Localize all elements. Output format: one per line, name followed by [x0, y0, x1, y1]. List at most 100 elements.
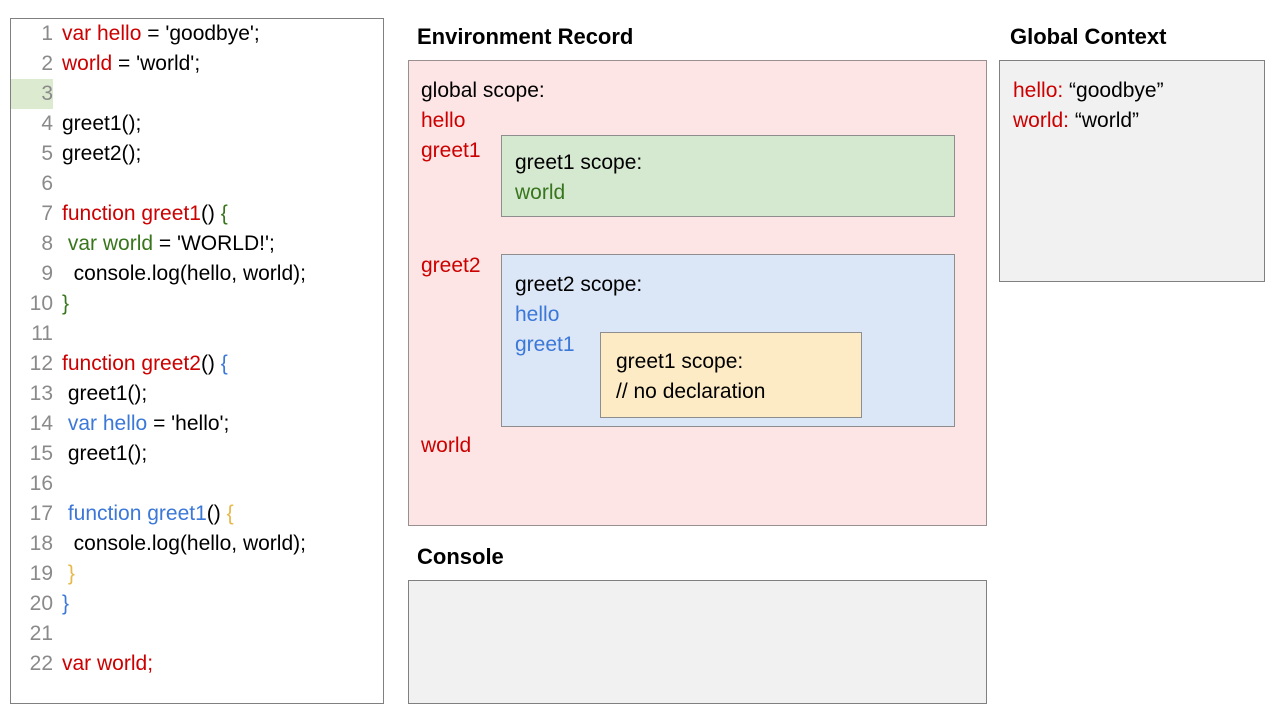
global-context-key-hello: hello:	[1013, 79, 1064, 102]
code-line[interactable]: 5 greet2();	[11, 139, 383, 169]
code-token: {	[226, 502, 234, 525]
line-number: 11	[31, 322, 53, 345]
code-token: ()	[200, 202, 221, 225]
code-line[interactable]: 13 greet1();	[11, 379, 383, 409]
code-line-text: var world;	[53, 649, 153, 679]
code-token: }	[62, 592, 70, 615]
console-output-box[interactable]	[408, 580, 987, 704]
code-token: greet1();	[62, 442, 148, 465]
code-token: {	[220, 352, 228, 375]
code-line[interactable]: 19 }	[11, 559, 383, 589]
code-line[interactable]: 14 var hello = 'hello';	[11, 409, 383, 439]
code-line-text: console.log(hello, world);	[53, 259, 306, 289]
line-number: 7	[41, 202, 53, 225]
line-number: 3	[11, 79, 53, 109]
global-context-box	[999, 60, 1265, 282]
code-line[interactable]: 3	[11, 79, 383, 109]
code-token: greet1();	[62, 382, 148, 405]
code-token: world	[62, 52, 113, 75]
global-context-key-world: world:	[1013, 109, 1070, 132]
code-token: greet1();	[62, 112, 142, 135]
code-token: greet2();	[62, 142, 142, 165]
code-line-text: }	[53, 289, 69, 319]
global-context-entry-world: world: “world”	[1013, 106, 1139, 136]
line-number: 6	[41, 172, 53, 195]
code-line[interactable]: 21	[11, 619, 383, 649]
code-token: console.log(hello, world);	[62, 532, 306, 555]
greet1-scope-binding-world: world	[515, 181, 566, 204]
code-token: function greet1	[62, 202, 201, 225]
code-line[interactable]: 8 var world = 'WORLD!';	[11, 229, 383, 259]
global-context-title: Global Context	[1010, 24, 1167, 49]
code-line-text: var world = 'WORLD!';	[53, 229, 275, 259]
line-number: 4	[41, 112, 53, 135]
code-line-text: greet1();	[53, 379, 147, 409]
line-number: 17	[29, 502, 53, 525]
code-token: ()	[206, 502, 227, 525]
code-line[interactable]: 10}	[11, 289, 383, 319]
code-line[interactable]: 6	[11, 169, 383, 199]
code-line[interactable]: 18 console.log(hello, world);	[11, 529, 383, 559]
code-token: var hello	[67, 412, 148, 435]
global-binding-world: world	[421, 434, 472, 457]
greet1-scope-box	[501, 135, 955, 217]
code-line[interactable]: 11	[11, 319, 383, 349]
code-line-text: var hello = 'goodbye';	[53, 19, 260, 49]
code-token: function greet1	[67, 502, 207, 525]
line-number: 14	[29, 412, 53, 435]
code-line[interactable]: 4 greet1();	[11, 109, 383, 139]
code-line-text: function greet2() {	[53, 349, 228, 379]
code-token: var world	[62, 652, 148, 675]
global-scope-label: global scope:	[421, 79, 545, 102]
code-token: console.log(hello, world);	[62, 262, 306, 285]
line-number: 9	[41, 262, 53, 285]
code-line-text: function greet1() {	[53, 199, 228, 229]
code-token: }	[62, 292, 70, 315]
greet2-scope-title: greet2 scope:	[515, 273, 643, 296]
line-number: 12	[29, 352, 53, 375]
line-number: 16	[29, 472, 53, 495]
line-number: 8	[41, 232, 53, 255]
line-number: 15	[29, 442, 53, 465]
greet2-scope-binding-greet1: greet1	[515, 333, 575, 356]
code-token: = 'WORLD!';	[153, 232, 275, 255]
environment-record-title: Environment Record	[417, 24, 634, 49]
console-title: Console	[417, 544, 504, 569]
code-token: var hello	[62, 22, 142, 45]
code-token: ()	[200, 352, 221, 375]
code-line[interactable]: 16	[11, 469, 383, 499]
global-binding-greet2: greet2	[421, 254, 481, 277]
code-token: function greet2	[62, 352, 201, 375]
code-line-text: function greet1() {	[53, 499, 234, 529]
code-line-text: }	[53, 589, 69, 619]
line-number: 1	[41, 22, 53, 45]
code-line-text: greet2();	[53, 139, 141, 169]
line-number: 5	[41, 142, 53, 165]
code-line-text: greet1();	[53, 439, 147, 469]
code-line[interactable]: 17 function greet1() {	[11, 499, 383, 529]
code-line-text: greet1();	[53, 109, 141, 139]
code-line[interactable]: 20}	[11, 589, 383, 619]
greet2-scope-binding-hello: hello	[515, 303, 560, 326]
line-number: 2	[41, 52, 53, 75]
line-number: 19	[29, 562, 53, 585]
inner-greet1-scope-note: // no declaration	[616, 380, 766, 403]
code-token: = 'hello';	[147, 412, 230, 435]
inner-greet1-scope-title: greet1 scope:	[616, 350, 744, 373]
code-line[interactable]: 9 console.log(hello, world);	[11, 259, 383, 289]
code-line-text: }	[53, 559, 75, 589]
line-number: 10	[29, 292, 53, 315]
global-binding-greet1: greet1	[421, 139, 481, 162]
code-line-text: console.log(hello, world);	[53, 529, 306, 559]
line-number: 21	[29, 622, 53, 645]
global-binding-hello: hello	[421, 109, 466, 132]
code-line[interactable]: 15 greet1();	[11, 439, 383, 469]
line-number: 20	[29, 592, 53, 615]
code-token: = 'goodbye';	[141, 22, 260, 45]
